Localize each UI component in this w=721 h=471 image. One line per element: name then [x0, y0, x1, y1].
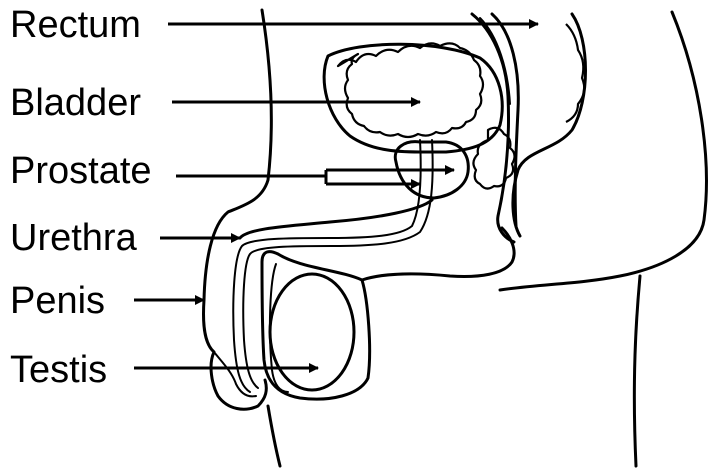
front-body-outline	[203, 10, 271, 409]
arrow-prostate	[176, 170, 454, 184]
penis-upper-outline	[240, 200, 432, 238]
label-testis: Testis	[10, 349, 107, 391]
label-urethra: Urethra	[10, 217, 138, 259]
vas-deferens	[270, 264, 288, 392]
label-bladder: Bladder	[10, 82, 141, 124]
label-penis: Penis	[10, 280, 105, 322]
front-thigh-outline	[268, 406, 280, 466]
back-outline	[500, 12, 706, 290]
label-prostate: Prostate	[10, 150, 152, 192]
sacrum-outline	[513, 14, 586, 236]
testis-shape	[270, 274, 354, 390]
anatomy-illustration	[203, 10, 706, 466]
back-thigh-outline	[634, 276, 640, 466]
label-rectum: Rectum	[10, 4, 141, 46]
bladder-lining	[338, 43, 483, 137]
